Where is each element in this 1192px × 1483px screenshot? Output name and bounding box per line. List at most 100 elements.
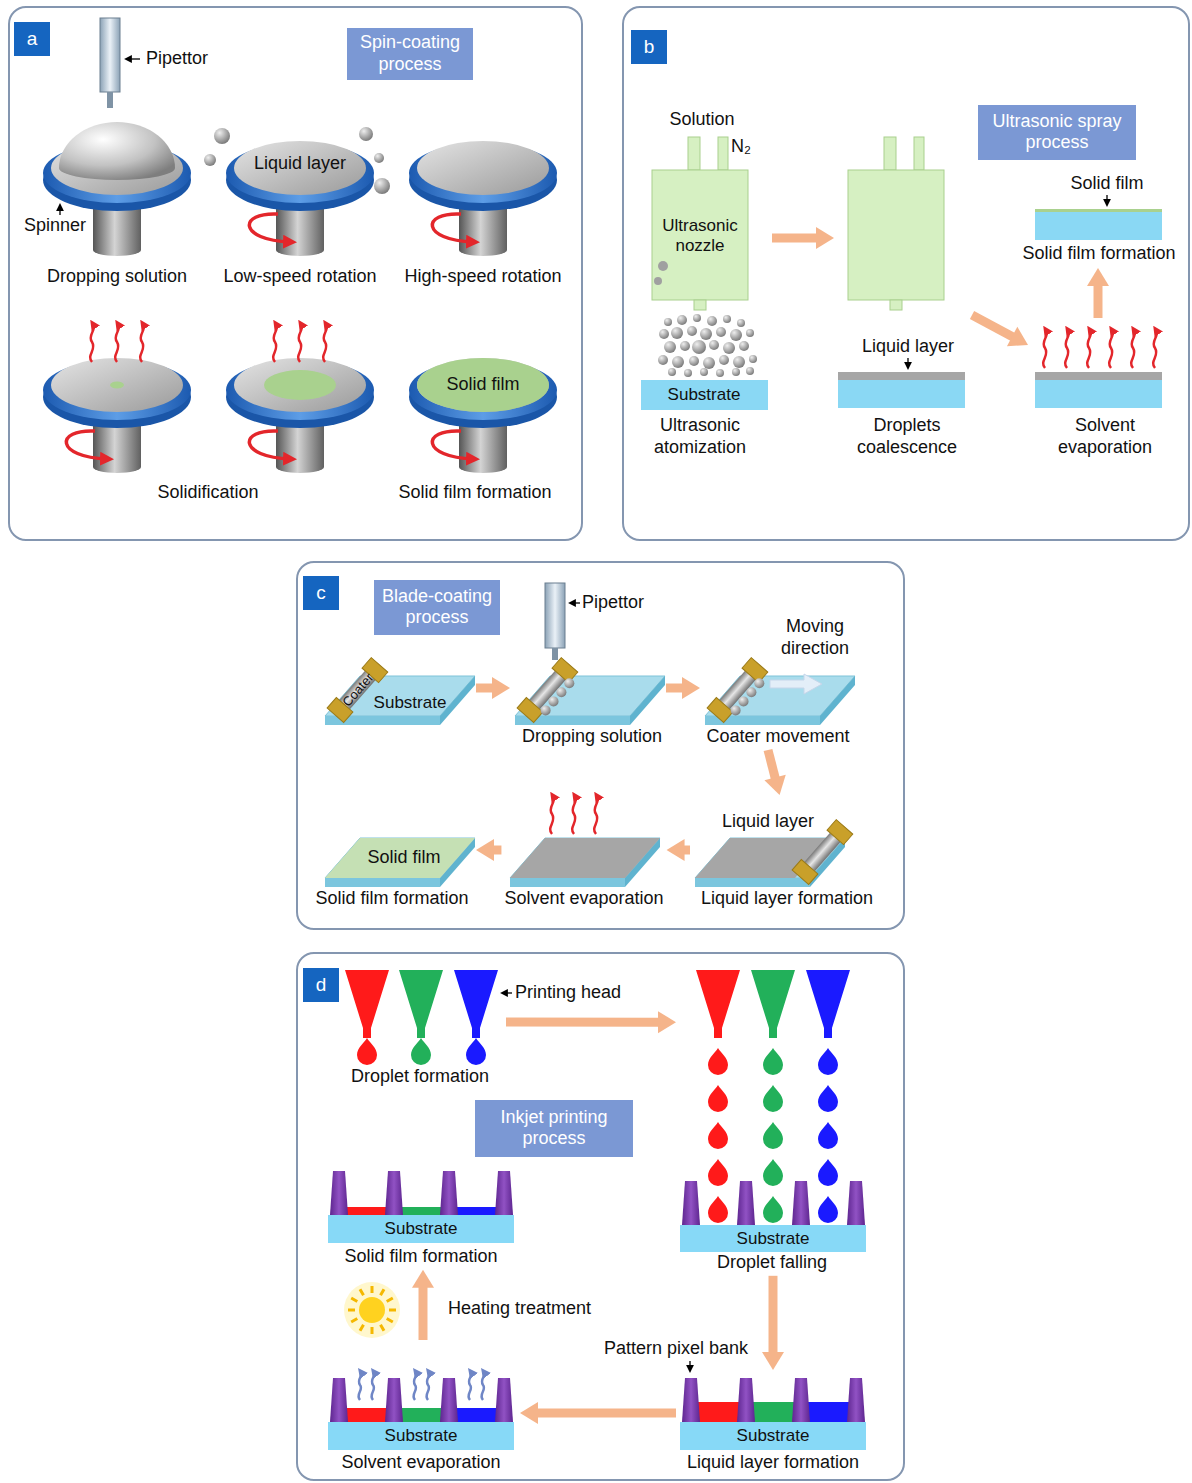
- callout-label: Printing head: [515, 982, 621, 1004]
- inkjet-printing-art-part: [345, 1408, 388, 1422]
- inkjet-printing-art-part: [399, 970, 443, 1038]
- ultrasonic-spray-art-part: [1087, 330, 1091, 368]
- inkjet-printing-art-part: [680, 1422, 866, 1450]
- arrow-head: [682, 677, 700, 699]
- callout-label: Spinner: [24, 215, 86, 237]
- step-text: Solid film: [1070, 173, 1143, 195]
- process-step: Solid filmSolid film formation: [1012, 170, 1186, 268]
- inkjet-printing-art-part: [385, 1378, 403, 1422]
- inkjet-printing-art-part: [847, 1378, 865, 1422]
- spin-coating-art-part: [432, 214, 473, 242]
- process-step: SubstrateSolid film formation: [322, 1160, 520, 1270]
- callout-label: Solution: [669, 109, 734, 131]
- inkjet-printing-art-part: [751, 970, 795, 1038]
- process-step: Liquid layerLiquid layer formation: [690, 795, 876, 912]
- title-box: Blade-coating process: [374, 580, 500, 635]
- process-title: Inkjet printing process: [479, 1107, 629, 1150]
- inkjet-printing-art-part-part: [359, 1297, 385, 1323]
- process-title: Spin-coating process: [351, 32, 469, 75]
- flow-arrow: [520, 1402, 676, 1424]
- inkjet-printing-art-part: [455, 1207, 498, 1215]
- spin-coating-art-part: [128, 58, 140, 59]
- inkjet-printing-art-part-part: [763, 1085, 783, 1112]
- inkjet-printing-art-part: [426, 1372, 429, 1400]
- inkjet-printing-art-part-part: [763, 1122, 783, 1149]
- inkjet-printing-art-part: [847, 1181, 865, 1225]
- spin-coating-art-part: [90, 324, 94, 362]
- inkjet-printing-art-part-part: [708, 1159, 728, 1186]
- step-text: Substrate: [737, 1229, 810, 1249]
- inkjet-printing-art-part-part: [818, 1196, 838, 1223]
- inkjet-printing-art-part: [763, 1048, 783, 1223]
- step-text: Liquid layer: [722, 811, 814, 833]
- inkjet-printing-art-part-part: [818, 1048, 838, 1075]
- blade-coating-art-part: [594, 796, 598, 834]
- process-step: SubstrateLiquid layer formation: [676, 1370, 870, 1476]
- inkjet-printing-art-part: [328, 1422, 514, 1450]
- arrow-shaft: [768, 750, 775, 779]
- flow-arrow: [1087, 268, 1109, 318]
- step-text: Solidification: [157, 482, 258, 504]
- ultrasonic-spray-art-part: [848, 137, 944, 310]
- arrow-head: [520, 1402, 538, 1424]
- ultrasonic-spray-art-part-part: [703, 357, 715, 369]
- step-text: Solvent evaporation: [504, 888, 663, 910]
- inkjet-printing-art-part-part: [708, 1122, 728, 1149]
- inkjet-printing-art-part: [495, 1171, 513, 1215]
- inkjet-printing-art-part-part: [818, 1122, 838, 1149]
- step-text: Substrate: [668, 385, 741, 405]
- inkjet-printing-art-part: [504, 992, 512, 993]
- step-text: Ultrasonic atomization: [638, 415, 762, 458]
- spin-coating-art-part: [323, 324, 327, 362]
- spin-coating-art-part: [110, 382, 124, 389]
- spin-coating-art-part: [43, 358, 191, 473]
- spin-coating-art-part: [140, 324, 144, 362]
- blade-coating-art-part: [517, 658, 578, 723]
- inkjet-printing-art-part: [737, 1378, 755, 1422]
- step-text: Solid film formation: [1022, 243, 1175, 265]
- step-text: Solvent evaporation: [341, 1452, 500, 1474]
- process-step: Ultrasonic nozzleSubstrateUltrasonic ato…: [635, 100, 772, 462]
- inkjet-printing-art-part: [330, 1378, 348, 1422]
- spin-coating-art-part: [59, 122, 175, 180]
- arrow-head: [764, 775, 785, 795]
- inkjet-printing-art-part: [345, 1207, 388, 1215]
- inkjet-printing-art-part: [345, 970, 389, 1038]
- process-step: Dropping solution: [36, 95, 198, 292]
- flow-arrow: [412, 1270, 434, 1340]
- flow-arrow: [506, 1011, 676, 1033]
- flow-arrow: [476, 839, 501, 861]
- process-step: Dropping solution: [510, 630, 666, 750]
- step-text: Solid film: [446, 374, 519, 396]
- ultrasonic-spray-art-part-part: [732, 368, 740, 376]
- inkjet-printing-art-part-part: [344, 1282, 400, 1338]
- spin-coating-art-part: [59, 207, 60, 215]
- inkjet-printing-art-part: [468, 1372, 471, 1400]
- ultrasonic-spray-art-part-part: [672, 356, 684, 368]
- ultrasonic-spray-art-part-part: [668, 368, 676, 376]
- arrow-head: [412, 1270, 434, 1288]
- spin-coating-art-part: [100, 18, 120, 92]
- inkjet-printing-art-part: [358, 1372, 361, 1400]
- inkjet-printing-art: [328, 970, 866, 1450]
- ultrasonic-spray-art-part-part: [689, 356, 699, 366]
- process-step: Solid filmSolid film formation: [312, 795, 476, 912]
- blade-coating-art-part: [707, 658, 768, 723]
- process-step: High-speed rotation: [398, 125, 576, 292]
- spin-coating-art-part: [264, 370, 336, 400]
- blade-coating-art-part: [731, 678, 765, 715]
- ultrasonic-spray-art-part-part: [680, 341, 690, 351]
- ultrasonic-spray-art-part-part: [723, 342, 735, 354]
- ultrasonic-spray-art-part-part: [664, 318, 672, 326]
- inkjet-printing-art-part: [792, 1378, 810, 1422]
- step-text: Liquid layer: [862, 336, 954, 358]
- flow-arrow: [764, 750, 785, 795]
- step-text: High-speed rotation: [404, 266, 561, 288]
- ultrasonic-spray-art-part-part: [716, 327, 726, 337]
- blade-coating-art-part: [325, 838, 475, 887]
- inkjet-printing-art-part: [328, 1215, 514, 1243]
- ultrasonic-spray-art-part: [1035, 372, 1162, 380]
- step-text: Droplet falling: [717, 1252, 827, 1274]
- ultrasonic-spray-art-part-part: [730, 329, 742, 341]
- ultrasonic-spray-art-part-part: [664, 341, 676, 353]
